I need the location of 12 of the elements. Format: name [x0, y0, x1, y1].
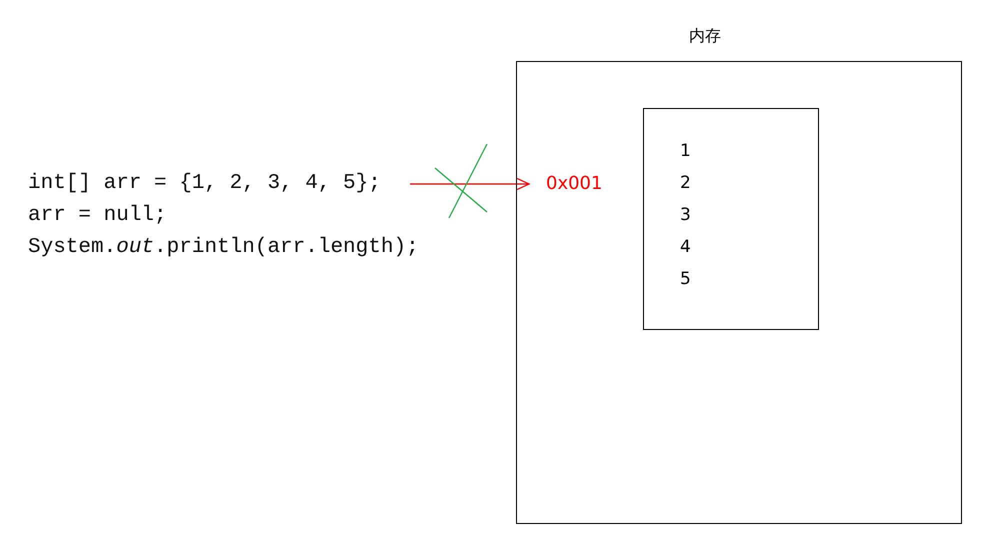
code-line: System.out.println(arr.length); [28, 235, 419, 261]
array-element: 1 [680, 141, 691, 161]
array-element: 2 [680, 173, 691, 193]
array-element: 3 [680, 205, 691, 225]
code-line: int[] arr = {1, 2, 3, 4, 5}; [28, 171, 381, 197]
memory-address: 0x001 [546, 173, 602, 194]
code-line: arr = null; [28, 203, 167, 229]
array-element: 5 [680, 269, 691, 289]
array-box [643, 108, 819, 330]
arrow [410, 177, 530, 191]
memory-title: 内存 [689, 26, 721, 47]
array-element: 4 [680, 237, 691, 257]
